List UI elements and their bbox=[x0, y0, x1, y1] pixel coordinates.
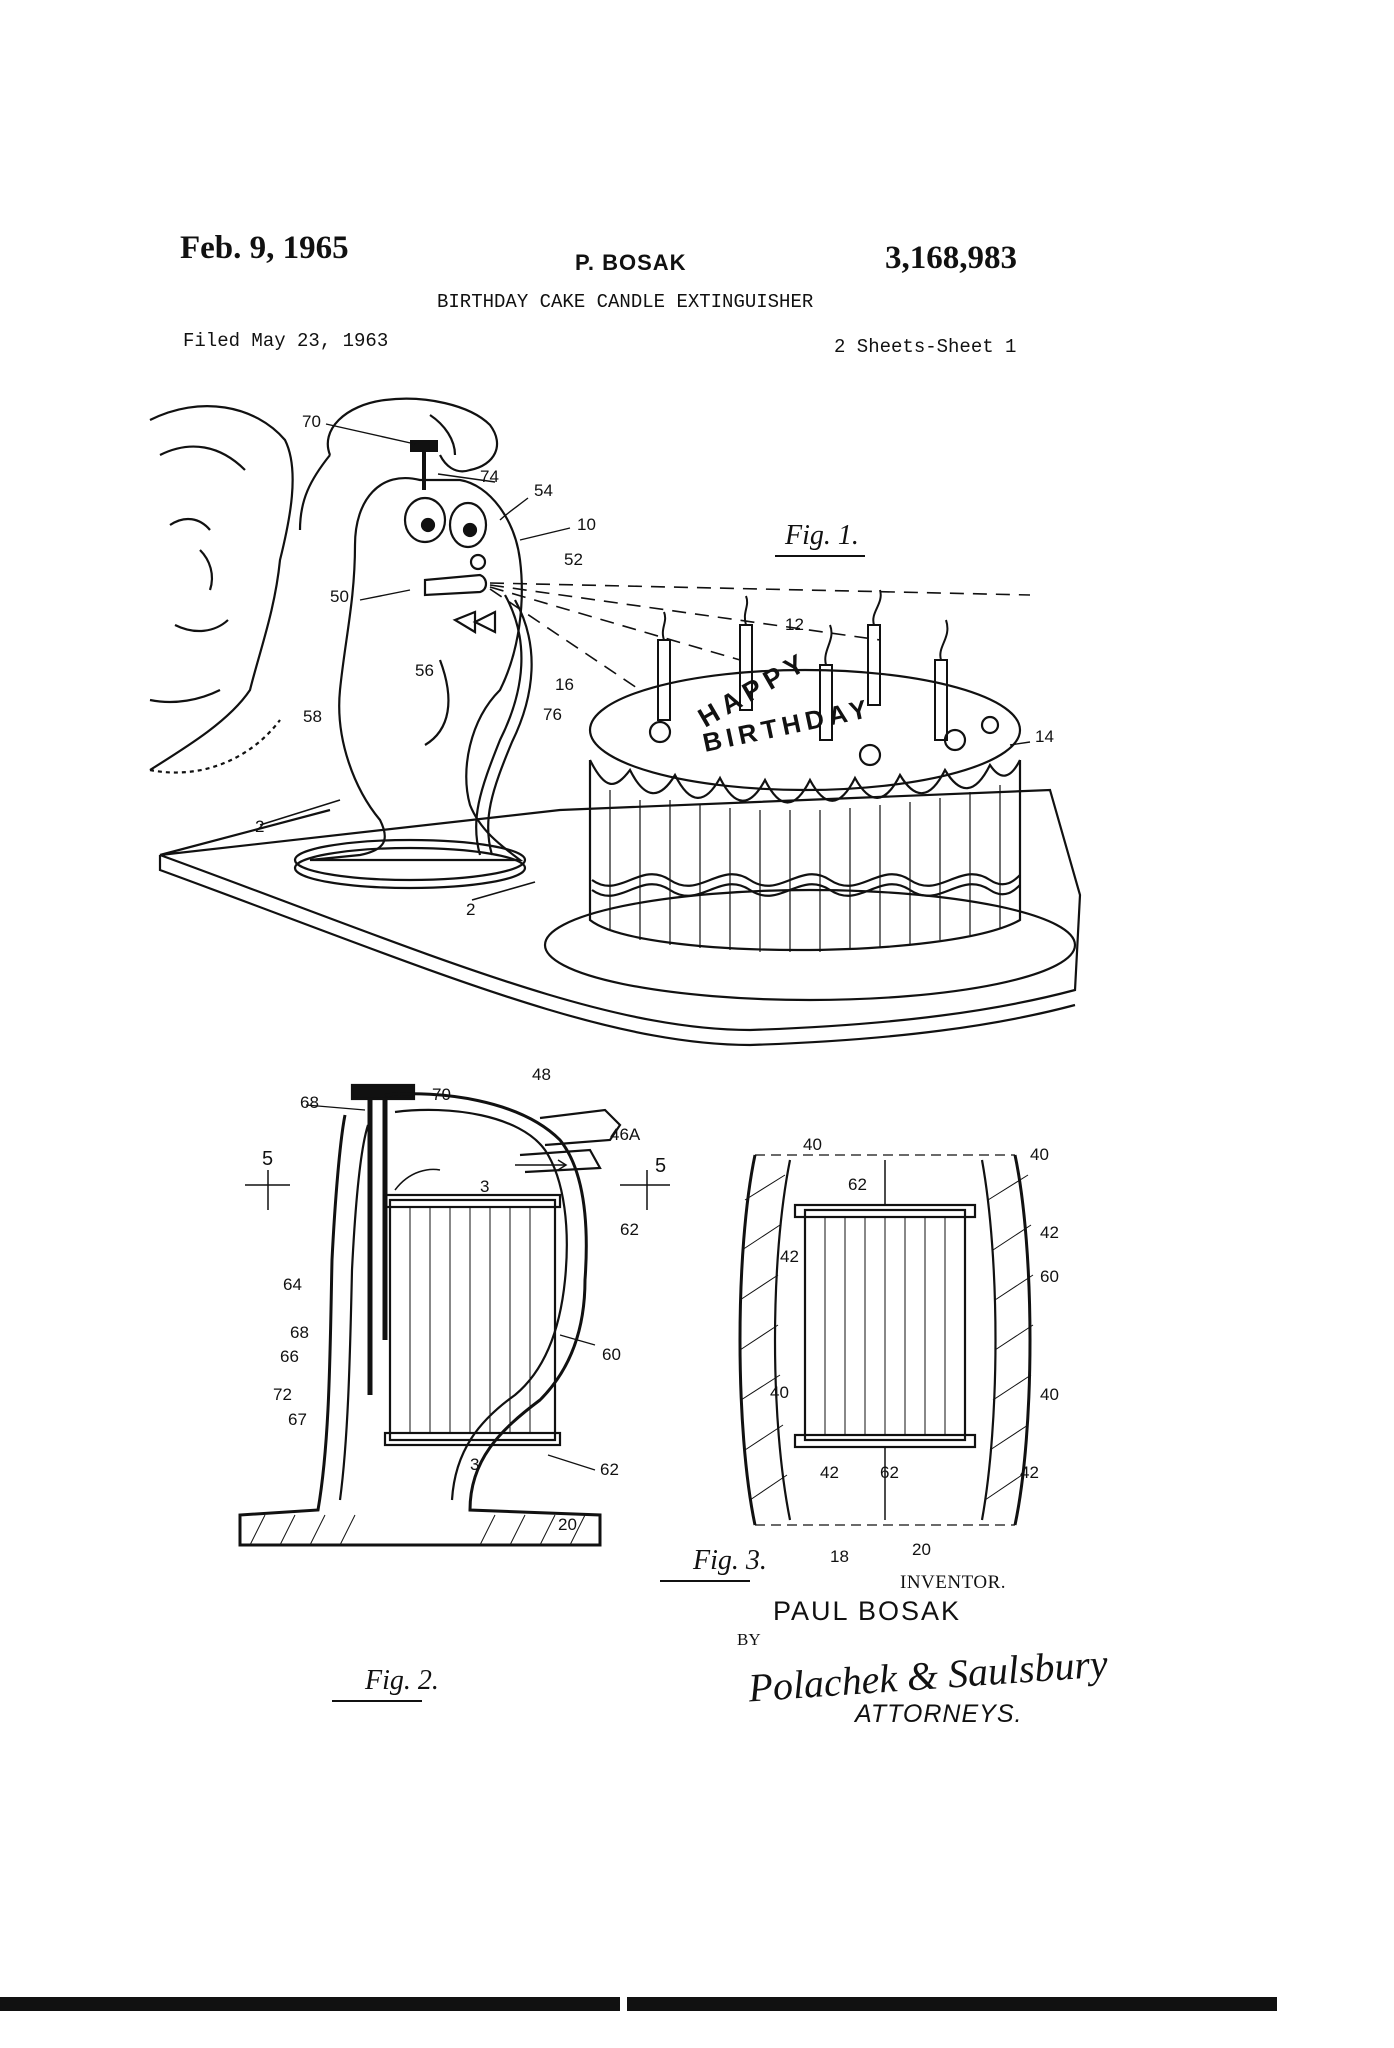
ref-label: 42 bbox=[820, 1463, 839, 1482]
fig3-label: Fig. 3. bbox=[693, 1545, 767, 1576]
ref-label: 68 bbox=[290, 1323, 309, 1342]
inventor-name: PAUL BOSAK bbox=[773, 1596, 962, 1626]
hand bbox=[326, 397, 499, 473]
sheet-count: 2 Sheets-Sheet 1 bbox=[834, 336, 1017, 358]
air-stream bbox=[489, 582, 1031, 691]
ref-label: 50 bbox=[330, 587, 349, 606]
ref-label: 2 bbox=[466, 900, 475, 919]
ref-label: 10 bbox=[577, 515, 596, 534]
ref-label: 72 bbox=[273, 1385, 292, 1404]
cake-plate bbox=[543, 888, 1077, 1002]
ref-label: 56 bbox=[415, 661, 434, 680]
fig2-reference-numerals: 68 70 48 46A 5 5 3 62 64 68 66 72 67 60 … bbox=[262, 1065, 666, 1534]
ref-label: 62 bbox=[600, 1460, 619, 1479]
fig2-housing bbox=[238, 1092, 602, 1547]
patent-number: 3,168,983 bbox=[885, 240, 1017, 276]
ref-label: 46A bbox=[610, 1125, 641, 1144]
ref-label: 18 bbox=[830, 1547, 849, 1566]
ref-label: 76 bbox=[543, 705, 562, 724]
ref-label: 40 bbox=[1040, 1385, 1059, 1404]
ref-label: 14 bbox=[1035, 727, 1054, 746]
ref-label: 16 bbox=[555, 675, 574, 694]
ref-label: 5 bbox=[262, 1148, 273, 1170]
ref-label: 68 bbox=[300, 1093, 319, 1112]
ref-label: 67 bbox=[288, 1410, 307, 1429]
ref-label: 20 bbox=[912, 1540, 931, 1559]
fig2-drawing: 68 70 48 46A 5 5 3 62 64 68 66 72 67 60 … bbox=[238, 1065, 670, 1547]
attorneys-label: ATTORNEYS. bbox=[855, 1700, 1023, 1728]
fig3-underline bbox=[660, 1580, 750, 1582]
ref-label: 40 bbox=[1030, 1145, 1049, 1164]
ref-label: 40 bbox=[803, 1135, 822, 1154]
ref-label: 60 bbox=[602, 1345, 621, 1364]
ref-label: 42 bbox=[1040, 1223, 1059, 1242]
hose-tube bbox=[474, 594, 523, 856]
child-head bbox=[149, 405, 294, 771]
ref-label: 62 bbox=[848, 1175, 867, 1194]
ref-label: 54 bbox=[534, 481, 553, 500]
ref-label: 20 bbox=[558, 1515, 577, 1534]
cake bbox=[588, 589, 1022, 952]
nozzle-mouth bbox=[423, 573, 488, 597]
inventor-label: INVENTOR. bbox=[900, 1572, 1007, 1593]
fig2-label: Fig. 2. bbox=[365, 1665, 439, 1696]
ref-label: 60 bbox=[1040, 1267, 1059, 1286]
ref-label: 62 bbox=[620, 1220, 639, 1239]
ref-label: 42 bbox=[1020, 1463, 1039, 1482]
patent-date: Feb. 9, 1965 bbox=[180, 230, 349, 266]
table bbox=[159, 788, 1082, 1032]
filed-date: Filed May 23, 1963 bbox=[183, 330, 389, 352]
fig1-drawing: HAPPY BIRTHDAY 70 74 54 10 52 50 12 56 1… bbox=[149, 397, 1082, 1047]
ref-label: 66 bbox=[280, 1347, 299, 1366]
fig1-underline bbox=[775, 555, 865, 557]
ref-label: 52 bbox=[564, 550, 583, 569]
ref-label: 42 bbox=[780, 1247, 799, 1266]
ref-label: 74 bbox=[480, 467, 499, 486]
scan-edge-bar bbox=[0, 1997, 620, 2011]
extinguisher-base bbox=[293, 838, 527, 882]
fig3-drawing: 40 62 40 42 42 60 40 40 42 62 42 18 20 bbox=[738, 1135, 1059, 1566]
scan-edge-bar bbox=[627, 1997, 1277, 2011]
ref-label: 3 bbox=[480, 1177, 489, 1196]
ref-label: 64 bbox=[283, 1275, 302, 1294]
ref-label: 70 bbox=[302, 412, 321, 431]
ref-label: 2 bbox=[255, 817, 264, 836]
ref-label: 70 bbox=[432, 1085, 451, 1104]
fig3-reference-numerals: 40 62 40 42 42 60 40 40 42 62 42 18 20 bbox=[770, 1135, 1059, 1566]
patent-title: BIRTHDAY CAKE CANDLE EXTINGUISHER bbox=[437, 291, 814, 313]
by-label: BY bbox=[737, 1630, 761, 1649]
ref-label: 62 bbox=[880, 1463, 899, 1482]
ref-label: 40 bbox=[770, 1383, 789, 1402]
bow-tie bbox=[452, 610, 497, 634]
candles bbox=[657, 589, 949, 741]
ref-label: 5 bbox=[655, 1155, 666, 1177]
ref-label: 58 bbox=[303, 707, 322, 726]
fig1-label: Fig. 1. bbox=[785, 520, 859, 551]
fig2-cartridge bbox=[383, 1193, 562, 1447]
ref-label: 12 bbox=[785, 615, 804, 634]
inventor-short-name: P. BOSAK bbox=[575, 250, 687, 275]
extinguisher-body bbox=[309, 477, 524, 862]
ref-label: 3 bbox=[470, 1455, 479, 1474]
ref-label: 48 bbox=[532, 1065, 551, 1084]
fig2-underline bbox=[332, 1700, 422, 1702]
